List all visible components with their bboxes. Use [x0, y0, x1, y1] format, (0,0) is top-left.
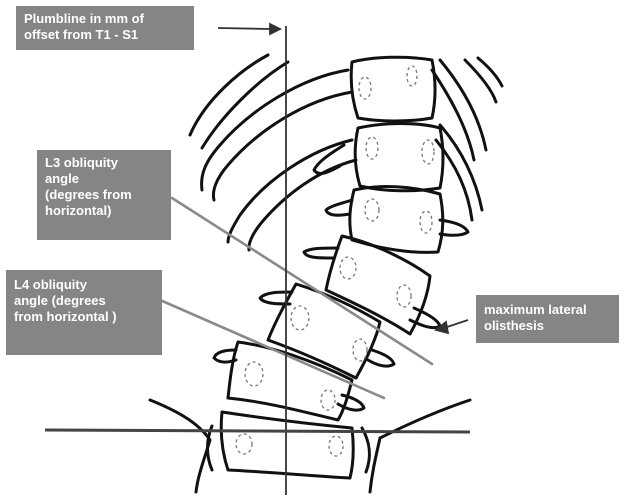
transverse-process-l3-right: [438, 218, 470, 237]
vertebra-l3: [324, 234, 432, 336]
vertebra-l4: [266, 282, 382, 380]
transverse-process-l5-left: [212, 348, 238, 364]
transverse-process-l3-left: [302, 246, 340, 260]
vertebra-l1: [353, 122, 445, 193]
olisthesis-arrow: [443, 319, 469, 329]
right-rib-2-inner: [476, 56, 504, 88]
vertebra-t12: [349, 55, 437, 123]
transverse-process-l2: [324, 198, 354, 217]
vertebra-l5: [226, 340, 354, 422]
pelvic-horizontal-line: [44, 428, 471, 434]
left-rib-1: [188, 53, 270, 137]
sacral-ala-left: [206, 424, 214, 472]
sacrum: [219, 410, 355, 480]
left-rib-2-inner: [211, 90, 354, 202]
left-rib-3: [226, 138, 354, 244]
l3-obliquity-line: [170, 196, 434, 366]
lateral-olisthesis-label: maximum lateral olisthesis: [476, 295, 619, 343]
transverse-process-l4-left: [258, 290, 294, 306]
transverse-process-l5b-right: [336, 393, 366, 412]
l4-obliquity-line: [158, 298, 386, 400]
transverse-process-l1: [312, 143, 346, 175]
sacral-ala-right: [360, 426, 371, 474]
plumbline-label: Plumbline in mm of offset from T1 - S1: [16, 6, 194, 50]
iliac-right: [368, 398, 472, 494]
plumbline-arrow: [217, 27, 271, 30]
iliac-left: [148, 398, 212, 494]
right-rib-2: [463, 58, 498, 104]
left-rib-2: [200, 68, 350, 192]
transverse-process-l5-right: [366, 348, 396, 368]
vertebra-l2: [348, 185, 445, 254]
left-rib-1-inner: [200, 60, 290, 150]
right-rib-3: [438, 123, 484, 212]
l3-obliquity-label: L3 obliquity angle (degrees from horizon…: [37, 150, 171, 240]
l4-obliquity-label: L4 obliquity angle (degrees from horizon…: [6, 270, 162, 355]
right-rib-1-inner: [430, 68, 476, 162]
right-rib-1: [438, 58, 488, 152]
